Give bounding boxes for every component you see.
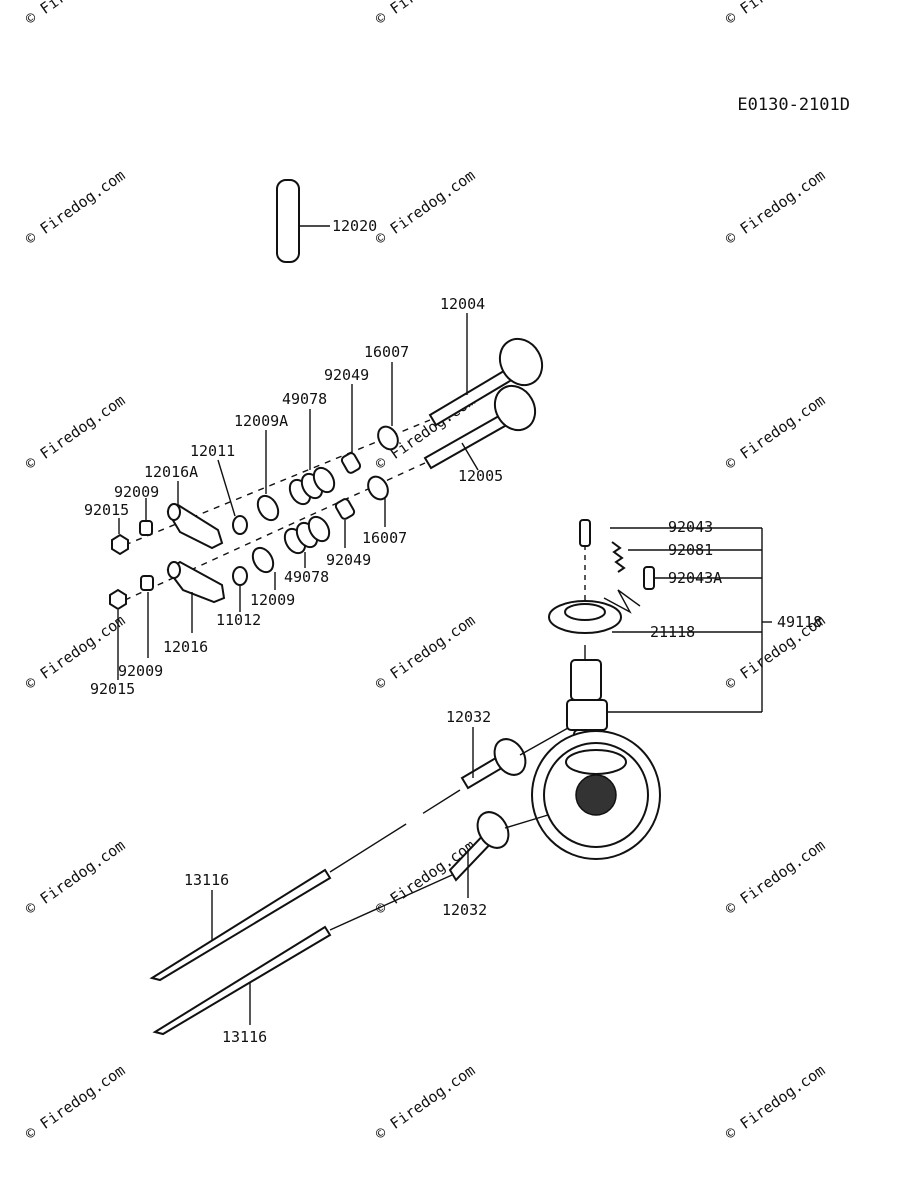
- part-49118-camshaft-assembly: [531, 519, 661, 860]
- label-12016: 12016: [163, 638, 208, 656]
- label-11012: 11012: [216, 611, 261, 629]
- part-92015-nut-bottom: 92015: [90, 588, 135, 698]
- part-12016A-rocker-arm: 12016A: [144, 463, 224, 550]
- label-12004: 12004: [440, 295, 485, 313]
- part-92015-nut-top: 92015: [84, 501, 129, 556]
- part-16007-retainer-top: 16007: [364, 343, 409, 451]
- part-49078-spring-top: 49078: [282, 390, 336, 506]
- label-16007-bottom: 16007: [362, 529, 407, 547]
- label-16007-top: 16007: [364, 343, 409, 361]
- watermark: © Firedog.com: [22, 0, 128, 28]
- part-13116-push-rod-bottom: 13116: [152, 874, 453, 1046]
- watermark: © Firedog.com: [22, 391, 128, 473]
- watermark: © Firedog.com: [22, 1061, 128, 1143]
- part-49078-spring-bottom: 49078: [283, 515, 331, 586]
- watermark: © Firedog.com: [372, 1061, 478, 1143]
- bracket-49118: 92043 92081 92043A 49118 21118: [606, 518, 822, 713]
- part-13116-push-rod-top: 13116: [149, 789, 461, 982]
- label-92009-top: 92009: [114, 483, 159, 501]
- part-12009-spring-plate: 12009: [250, 546, 295, 609]
- watermark: © Firedog.com: [372, 611, 478, 693]
- part-12032-tappet-bottom: 12032: [442, 811, 549, 919]
- watermark: © Firedog.com: [22, 836, 128, 918]
- label-12032-top: 12032: [446, 708, 491, 726]
- label-92043: 92043: [668, 518, 713, 536]
- part-92009-screw-bottom: 92009: [118, 575, 163, 680]
- watermark: © Firedog.com: [722, 391, 828, 473]
- part-12011-cap: 12011: [190, 442, 248, 535]
- part-12016-rocker-arm: 12016: [163, 560, 226, 656]
- label-12005: 12005: [458, 467, 503, 485]
- label-92015-bottom: 92015: [90, 680, 135, 698]
- watermark: © Firedog.com: [722, 1061, 828, 1143]
- part-12032-tappet-top: 12032: [446, 708, 569, 790]
- label-12016A: 12016A: [144, 463, 198, 481]
- label-49078-top: 49078: [282, 390, 327, 408]
- label-21118: 21118: [650, 623, 695, 641]
- watermark: © Firedog.com: [372, 166, 478, 248]
- cam-gear: [531, 730, 661, 860]
- label-12009A: 12009A: [234, 412, 288, 430]
- part-12020-pin: 12020: [276, 179, 377, 263]
- label-92049-bottom: 92049: [326, 551, 371, 569]
- label-92009-bottom: 92009: [118, 662, 163, 680]
- part-92049-seal-top: 92049: [324, 366, 369, 474]
- label-49118: 49118: [777, 613, 822, 631]
- drawing-code: E0130-2101D: [737, 95, 850, 115]
- watermark: © Firedog.com: [22, 166, 128, 248]
- watermark: © Firedog.com: [722, 836, 828, 918]
- label-92081: 92081: [668, 541, 713, 559]
- part-12009A-spring-plate: 12009A: [234, 412, 288, 522]
- part-12004-intake-valve: 12004: [428, 295, 544, 427]
- part-92009-screw-top: 92009: [114, 483, 159, 536]
- part-12005-exhaust-valve: 12005: [423, 384, 537, 485]
- part-16007-retainer-bottom: 16007: [362, 475, 407, 547]
- label-92015-top: 92015: [84, 501, 129, 519]
- label-13116-bottom: 13116: [222, 1028, 267, 1046]
- label-12020: 12020: [332, 217, 377, 235]
- watermark: © Firedog.com: [722, 166, 828, 248]
- label-92043A: 92043A: [668, 569, 722, 587]
- part-92049-seal-bottom: 92049: [326, 498, 371, 569]
- watermark: © Firedog.com: [722, 0, 828, 28]
- label-12009: 12009: [250, 591, 295, 609]
- label-12032-bottom: 12032: [442, 901, 487, 919]
- label-92049-top: 92049: [324, 366, 369, 384]
- label-12011: 12011: [190, 442, 235, 460]
- watermark: © Firedog.com: [372, 0, 478, 28]
- part-11012-cap: 11012: [216, 566, 261, 629]
- label-49078-bottom: 49078: [284, 568, 329, 586]
- label-13116-top: 13116: [184, 871, 229, 889]
